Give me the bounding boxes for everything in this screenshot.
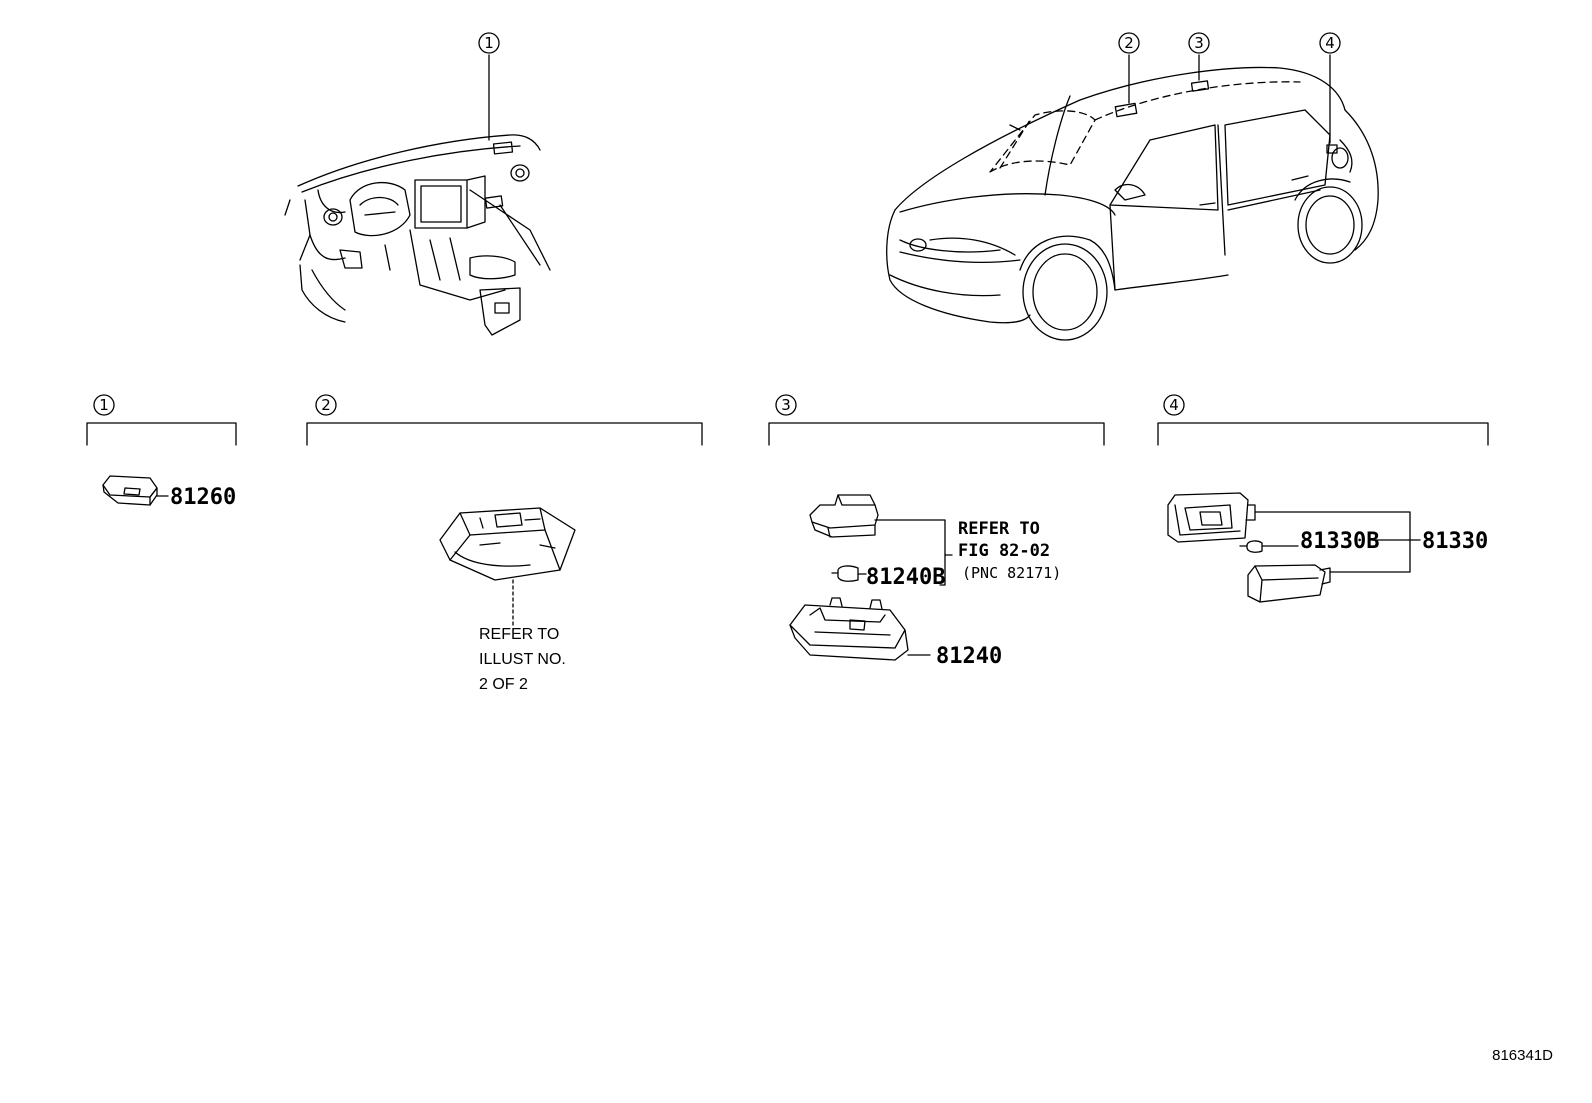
roof-console-illustration [439,507,576,626]
section-2-label: 2 [321,396,331,414]
section-3-note-line-2: FIG 82-02 [958,541,1050,561]
part-number-81240: 81240 [936,644,1002,669]
part-number-81330: 81330 [1422,529,1488,554]
section-3-illustration [789,494,953,661]
callout-dash-1: 1 [484,34,494,52]
section-2-note-line-3: 2 OF 2 [479,676,528,693]
section-4-label: 4 [1169,396,1179,414]
part-number-81330b: 81330B [1300,529,1379,554]
callout-circles [93,32,1341,416]
reference-notes: REFER TO ILLUST NO. 2 OF 2 REFER TO FIG … [479,519,1061,693]
part-number-81240b: 81240B [866,565,945,590]
part-numbers: 81260 81240B 81240 81330B 81330 [170,485,1488,669]
figure-id: 816341D [1492,1047,1553,1064]
callout-car-4: 4 [1325,34,1335,52]
callout-car-2: 2 [1124,34,1134,52]
dashboard-illustration [284,54,551,336]
part-number-81260: 81260 [170,485,236,510]
section-3-label: 3 [781,396,791,414]
section-4-illustration [1167,492,1421,603]
car-illustration [886,54,1379,341]
section-1-label: 1 [99,396,109,414]
callout-car-3: 3 [1194,34,1204,52]
section-brackets [86,422,1489,446]
section-2-note-line-2: ILLUST NO. [479,651,566,668]
section-3-note-line-3: (PNC 82171) [962,564,1061,582]
part-81260-illustration [102,475,169,506]
callout-labels: 1 2 3 4 1 2 3 4 [99,34,1335,414]
section-3-note-line-1: REFER TO [958,519,1040,539]
section-2-note-line-1: REFER TO [479,626,559,643]
